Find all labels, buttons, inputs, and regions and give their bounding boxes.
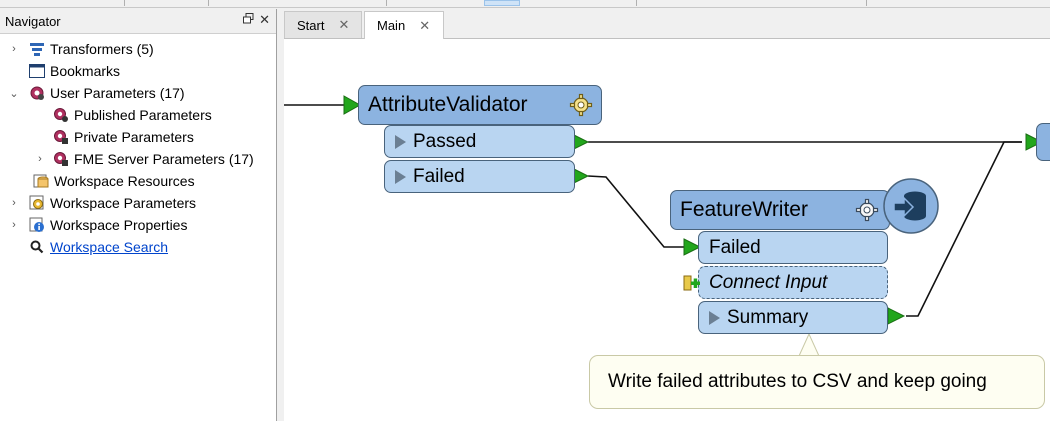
chevron-right-icon[interactable]: › bbox=[38, 153, 42, 165]
transformer-name: AttributeValidator bbox=[368, 93, 528, 116]
chevron-right-icon[interactable]: › bbox=[12, 197, 16, 209]
close-icon[interactable]: ✕ bbox=[338, 17, 350, 32]
canvas-tab-bar: Start ✕ Main ✕ bbox=[284, 9, 1050, 39]
expand-triangle-icon[interactable] bbox=[395, 169, 406, 184]
navigator-panel: Navigator ✕ › Transformers (5) Bookmarks… bbox=[0, 9, 277, 421]
tree-item-workspace-resources[interactable]: Workspace Resources bbox=[8, 171, 195, 191]
close-icon[interactable]: ✕ bbox=[419, 17, 431, 33]
user-parameters-icon bbox=[28, 85, 46, 101]
transformers-icon bbox=[28, 41, 46, 57]
tree-item-user-parameters[interactable]: ⌄ User Parameters (17) bbox=[8, 83, 185, 103]
toolbar-separator bbox=[636, 0, 637, 6]
gear-icon[interactable] bbox=[855, 198, 879, 228]
expand-triangle-icon[interactable] bbox=[395, 134, 406, 149]
attributevalidator-transformer[interactable]: AttributeValidator bbox=[358, 85, 602, 125]
workspace-search-link[interactable]: Workspace Search bbox=[50, 239, 169, 255]
offscreen-transformer[interactable] bbox=[1036, 123, 1050, 161]
toolbar-separator bbox=[208, 0, 209, 6]
published-parameters-icon bbox=[52, 107, 70, 123]
toolbar-selected-button[interactable] bbox=[484, 0, 520, 6]
tab-label: Start bbox=[297, 17, 325, 33]
toolbar-separator bbox=[866, 0, 867, 6]
tab-main[interactable]: Main ✕ bbox=[364, 11, 444, 39]
tree-item-workspace-search[interactable]: Workspace Search bbox=[8, 237, 168, 257]
navigator-title: Navigator bbox=[5, 14, 61, 29]
close-icon[interactable]: ✕ bbox=[259, 12, 270, 27]
tree-item-label: Workspace Parameters bbox=[50, 195, 197, 211]
workspace-canvas[interactable]: AttributeValidator Passed Failed Feature… bbox=[284, 39, 1050, 421]
main-toolbar bbox=[0, 0, 1050, 8]
toolbar-separator bbox=[124, 0, 125, 6]
tree-item-label: User Parameters (17) bbox=[50, 85, 185, 101]
bookmarks-icon bbox=[28, 63, 46, 79]
tree-item-transformers[interactable]: › Transformers (5) bbox=[8, 39, 154, 59]
tree-item-bookmarks[interactable]: Bookmarks bbox=[8, 61, 120, 81]
tree-item-private-parameters[interactable]: Private Parameters bbox=[52, 127, 194, 147]
chevron-right-icon[interactable]: › bbox=[12, 219, 16, 231]
input-port-failed[interactable]: Failed bbox=[698, 231, 888, 264]
input-port-arrow-icon[interactable] bbox=[1025, 133, 1044, 151]
connect-input-port[interactable]: Connect Input bbox=[698, 266, 888, 299]
workspace-resources-icon bbox=[32, 173, 50, 189]
output-port-arrow-icon[interactable] bbox=[887, 307, 906, 325]
input-port-arrow-icon[interactable] bbox=[343, 95, 362, 115]
chevron-right-icon[interactable]: › bbox=[12, 43, 16, 55]
writer-database-icon bbox=[882, 177, 940, 240]
transformer-name: FeatureWriter bbox=[680, 198, 808, 221]
tree-item-workspace-properties[interactable]: › Workspace Properties bbox=[8, 215, 187, 235]
port-label: Passed bbox=[413, 130, 477, 152]
output-port-passed[interactable]: Passed bbox=[384, 125, 575, 158]
search-icon bbox=[28, 239, 46, 255]
port-label: Failed bbox=[709, 236, 761, 258]
tree-item-label: Private Parameters bbox=[74, 129, 194, 145]
tree-item-label: Workspace Properties bbox=[50, 217, 188, 233]
tree-item-label: FME Server Parameters (17) bbox=[74, 151, 254, 167]
expand-triangle-icon[interactable] bbox=[709, 310, 720, 325]
input-port-arrow-icon[interactable] bbox=[683, 238, 702, 256]
tree-item-label: Transformers (5) bbox=[50, 41, 154, 57]
tree-item-workspace-parameters[interactable]: › Workspace Parameters bbox=[8, 193, 196, 213]
chevron-down-icon[interactable]: ⌄ bbox=[9, 87, 19, 100]
add-input-icon[interactable] bbox=[683, 274, 701, 297]
port-label: Failed bbox=[413, 165, 465, 187]
gear-icon[interactable] bbox=[569, 93, 593, 123]
tree-item-label: Workspace Resources bbox=[54, 173, 195, 189]
connection-lines bbox=[284, 95, 1044, 325]
port-label: Summary bbox=[727, 306, 809, 328]
port-label: Connect Input bbox=[709, 271, 828, 293]
annotation-box[interactable]: Write failed attributes to CSV and keep … bbox=[589, 355, 1045, 409]
tree-item-fme-server-parameters[interactable]: › FME Server Parameters (17) bbox=[34, 149, 254, 169]
navigator-header: Navigator ✕ bbox=[0, 9, 276, 34]
tree-item-label: Published Parameters bbox=[74, 107, 212, 123]
featurewriter-transformer[interactable]: FeatureWriter bbox=[670, 190, 890, 230]
output-port-failed[interactable]: Failed bbox=[384, 160, 575, 193]
undock-icon[interactable] bbox=[243, 13, 254, 27]
toolbar-separator bbox=[386, 0, 387, 6]
tab-start[interactable]: Start ✕ bbox=[284, 11, 362, 38]
tree-item-published-parameters[interactable]: Published Parameters bbox=[52, 105, 212, 125]
workspace-properties-icon bbox=[28, 217, 46, 233]
private-parameters-icon bbox=[52, 129, 70, 145]
annotation-text: Write failed attributes to CSV and keep … bbox=[608, 371, 987, 392]
output-port-summary[interactable]: Summary bbox=[698, 301, 888, 334]
tree-item-label: Bookmarks bbox=[50, 63, 121, 79]
tab-label: Main bbox=[377, 18, 406, 33]
server-parameters-icon bbox=[52, 151, 70, 167]
workspace-parameters-icon bbox=[28, 195, 46, 211]
